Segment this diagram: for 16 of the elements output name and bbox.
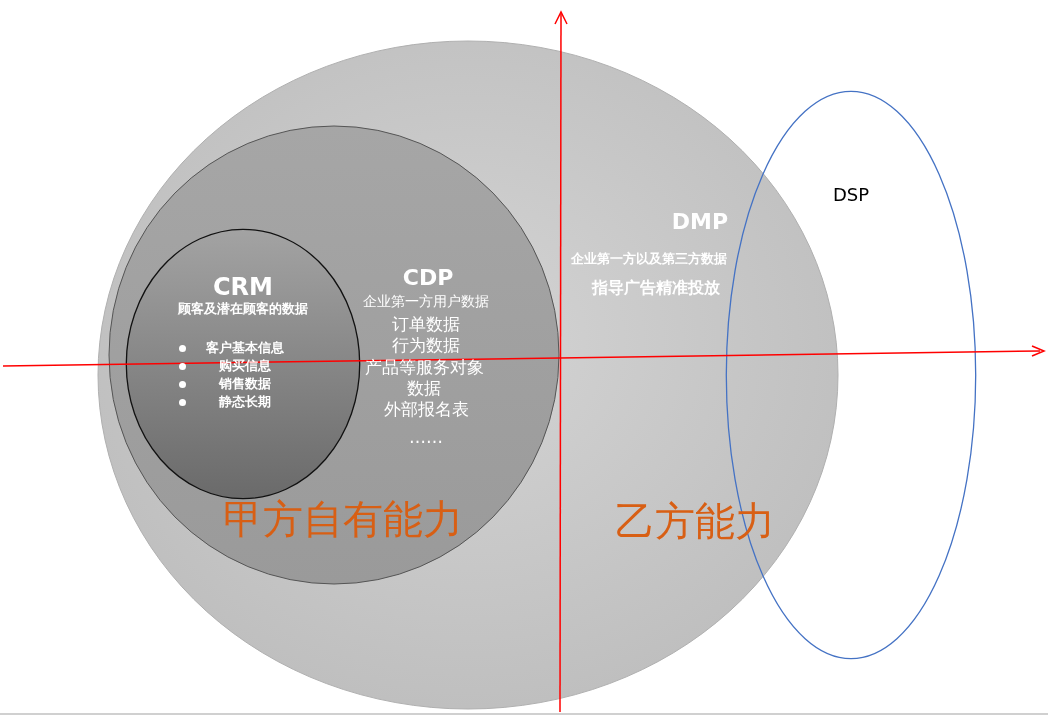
list-item: 销售数据 <box>217 375 272 393</box>
heading: DSP <box>831 183 871 207</box>
description: 企业第一方用户数据 <box>362 293 490 311</box>
list-item: 行为数据 <box>391 335 461 357</box>
list-item: 静态长期 <box>218 393 272 411</box>
heading: CDP <box>401 264 455 292</box>
description: 顾客及潜在顾客的数据 <box>177 300 309 317</box>
ellipsis: …… <box>408 427 444 449</box>
heading: CRM <box>212 272 274 301</box>
region-label: 甲方自有能力 <box>222 495 464 543</box>
list-item: 订单数据 <box>391 314 461 336</box>
list-item: 外部报名表 <box>382 399 470 421</box>
list-item: 产品等服务对象数据 <box>363 356 485 400</box>
region-label: 乙方能力 <box>614 497 776 545</box>
heading: DMP <box>670 208 730 236</box>
list-item: 客户基本信息 <box>205 339 285 357</box>
